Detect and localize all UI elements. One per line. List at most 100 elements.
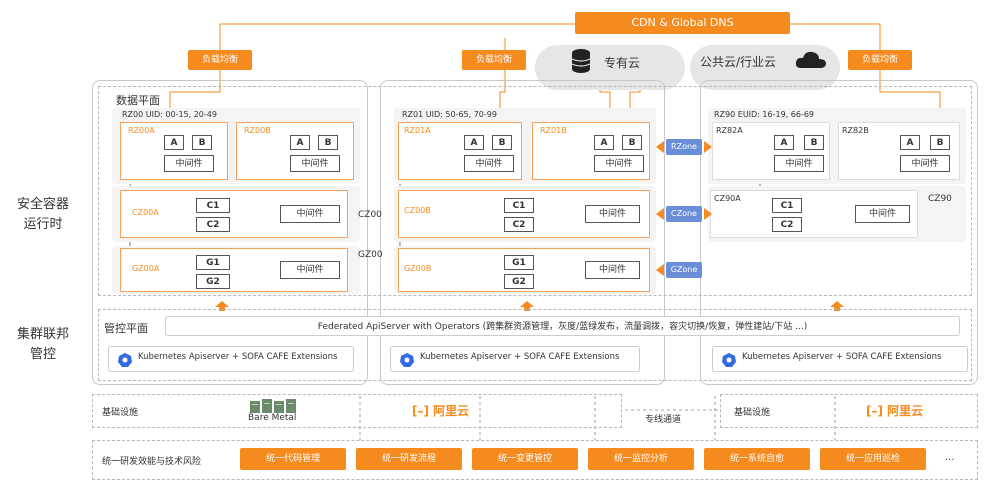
federation-label: 集群联邦 管控 (16, 327, 69, 362)
unified-code-mgmt: 统一代码管理 (240, 448, 346, 470)
server-rack-icon (250, 398, 298, 413)
cell-c2: C2 (196, 217, 230, 232)
cell-g1: G1 (504, 255, 534, 270)
k8s-label-right: Kubernetes Apiserver + SOFA CAFE Extensi… (742, 352, 942, 362)
cloud-icon (795, 50, 827, 70)
unified-dev-process: 统一研发流程 (356, 448, 462, 470)
infra-left (92, 394, 622, 428)
devops-bar (92, 440, 978, 480)
rz82a-label: RZ82A (716, 126, 743, 135)
gz00b-label: GZ00B (404, 264, 432, 273)
infra-label-left: 基础设施 (102, 408, 139, 418)
rz00a-label: RZ00A (128, 126, 155, 135)
region-right (700, 80, 978, 385)
cell-b: B (804, 135, 824, 150)
devops-label: 统一研发效能与技术风险 (102, 457, 202, 467)
kubernetes-icon (118, 352, 132, 367)
public-cloud-label: 公共云/行业云 (700, 55, 777, 69)
cell-c2: C2 (504, 217, 534, 232)
rz00b-label: RZ00B (244, 126, 271, 135)
rz-title-right: RZ90 EUID: 16-19, 66-69 (714, 110, 815, 119)
cell-a: A (774, 135, 794, 150)
control-plane (98, 309, 972, 381)
aliyun-text: 阿里云 (887, 404, 924, 418)
load-balancer-3: 负载均衡 (848, 50, 912, 70)
load-balancer-1: 负载均衡 (188, 50, 252, 70)
region-middle (380, 80, 665, 385)
aliyun-logo-right: [–] 阿里云 (866, 402, 923, 419)
cdn-global-dns: CDN & Global DNS (575, 12, 790, 34)
gz00a-label: GZ00A (132, 264, 160, 273)
up-arrow-icon (215, 296, 229, 311)
k8s-box-right (712, 346, 968, 372)
data-plane (98, 86, 972, 296)
middleware-box: 中间件 (290, 155, 340, 172)
aliyun-logo-left: [–] 阿里云 (412, 402, 469, 419)
kubernetes-icon (400, 352, 414, 367)
cell-b: B (318, 135, 338, 150)
cell-b: B (192, 135, 212, 150)
unified-app-inspection: 统一应用巡检 (820, 448, 926, 470)
database-icon (570, 48, 592, 74)
cell-a: A (164, 135, 184, 150)
up-arrow-icon (830, 296, 844, 311)
cell-c1: C1 (772, 198, 802, 213)
k8s-label-middle: Kubernetes Apiserver + SOFA CAFE Extensi… (420, 352, 620, 362)
zone-arrows (656, 141, 712, 276)
infra-label-right: 基础设施 (734, 408, 771, 418)
private-cloud-label: 专有云 (604, 56, 641, 70)
rz01a-label: RZ01A (404, 126, 431, 135)
load-balancer-2: 负载均衡 (462, 50, 526, 70)
gzone-tag: GZone (666, 262, 702, 278)
cz00-label: CZ00 (358, 210, 382, 220)
cz90-label: CZ90 (928, 194, 952, 204)
middleware-box: 中间件 (855, 205, 910, 223)
cell-b: B (930, 135, 950, 150)
aliyun-bracket-icon: [–] (866, 404, 883, 418)
middleware-box: 中间件 (280, 261, 340, 279)
cell-g1: G1 (196, 255, 230, 270)
cell-b: B (622, 135, 642, 150)
unified-self-healing: 统一系统自愈 (704, 448, 810, 470)
k8s-label-left: Kubernetes Apiserver + SOFA CAFE Extensi… (138, 352, 338, 362)
czone-tag: CZone (666, 206, 702, 222)
rz-title-middle: RZ01 UID: 50-65, 70-99 (402, 110, 497, 119)
rz01b-label: RZ01B (540, 126, 567, 135)
rzone-tag: RZone (666, 139, 702, 155)
middleware-box: 中间件 (464, 155, 514, 172)
cell-b: B (492, 135, 512, 150)
region-left (92, 80, 368, 385)
cell-a: A (290, 135, 310, 150)
up-arrow-icon (520, 296, 534, 311)
k8s-box-left (108, 346, 354, 372)
kubernetes-icon (722, 352, 736, 367)
middleware-box: 中间件 (774, 155, 824, 172)
runtime-label: 安全容器 运行时 (16, 197, 69, 232)
cell-c1: C1 (504, 198, 534, 213)
dedicated-line-label: 专线通道 (645, 415, 682, 425)
middleware-box: 中间件 (585, 261, 640, 279)
bare-metal-label: Bare Metal (248, 413, 297, 423)
cell-g2: G2 (196, 274, 230, 289)
rz-title-left: RZ00 UID: 00-15, 20-49 (122, 110, 217, 119)
rz82b-label: RZ82B (842, 126, 869, 135)
middleware-box: 中间件 (594, 155, 644, 172)
cz00b-label: CZ00B (404, 206, 431, 215)
more-ellipsis: ... (945, 452, 955, 463)
cz90a-label: CZ90A (714, 194, 741, 203)
federated-apiserver: Federated ApiServer with Operators (跨集群资… (165, 316, 960, 336)
aliyun-bracket-icon: [–] (412, 404, 429, 418)
unified-change-control: 统一变更管控 (472, 448, 578, 470)
middleware-box: 中间件 (900, 155, 950, 172)
cell-a: A (464, 135, 484, 150)
cell-c1: C1 (196, 198, 230, 213)
unified-monitoring: 统一监控分析 (588, 448, 694, 470)
gz00-label: GZ00 (358, 250, 383, 260)
cell-a: A (900, 135, 920, 150)
middleware-box: 中间件 (280, 205, 340, 223)
infra-right (720, 394, 978, 428)
cell-c2: C2 (772, 217, 802, 232)
middleware-box: 中间件 (585, 205, 640, 223)
control-plane-label: 管控平面 (104, 322, 148, 335)
aliyun-text: 阿里云 (433, 404, 470, 418)
